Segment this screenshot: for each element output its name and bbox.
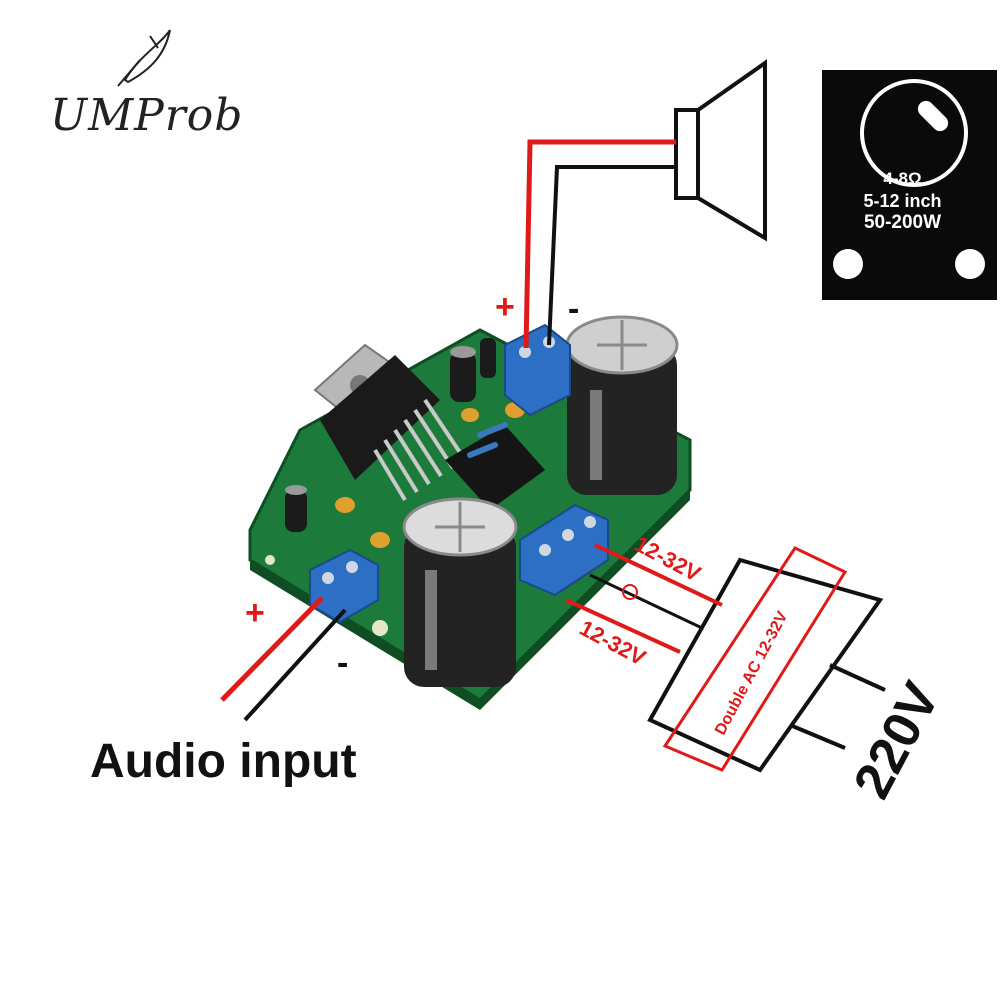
- filter-capacitor-large-1: [565, 315, 679, 495]
- audio-input-label: Audio input: [90, 735, 357, 788]
- filter-capacitor-large-2: [402, 497, 518, 687]
- speaker-specs: 4-8Ω 5-12 inch 50-200W: [825, 168, 1000, 234]
- transformer: [647, 546, 886, 773]
- speaker-wire-negative: [547, 165, 676, 346]
- driver-chip: [445, 425, 545, 510]
- output-minus-sign: -: [568, 290, 580, 328]
- brand-logo: UMProb: [50, 90, 244, 141]
- terminal-block-input: [309, 548, 379, 624]
- power-wire-lower-red: [565, 598, 681, 654]
- input-wire-positive: [220, 596, 324, 702]
- power-wire-center-black: [589, 573, 703, 630]
- logo-feather-icon: [117, 29, 171, 87]
- input-wire-negative: [243, 608, 347, 722]
- center-tap-marker: [622, 584, 638, 600]
- speaker-size: 5-12 inch: [863, 191, 942, 211]
- speaker-power: 50-200W: [863, 212, 942, 233]
- terminal-block-output: [504, 323, 571, 417]
- speaker-icon: [674, 59, 767, 242]
- output-plus-sign: +: [495, 288, 515, 326]
- power-wire-upper-red: [594, 543, 723, 607]
- speaker-specs-box: [822, 70, 997, 300]
- speaker-impedance: 4-8Ω: [883, 169, 922, 188]
- input-minus-sign: -: [337, 644, 349, 682]
- amplifier-ic: [313, 343, 467, 502]
- small-capacitors: [285, 338, 525, 548]
- input-plus-sign: +: [245, 594, 265, 632]
- speaker-wire-positive: [523, 139, 676, 349]
- terminal-block-power: [519, 503, 609, 597]
